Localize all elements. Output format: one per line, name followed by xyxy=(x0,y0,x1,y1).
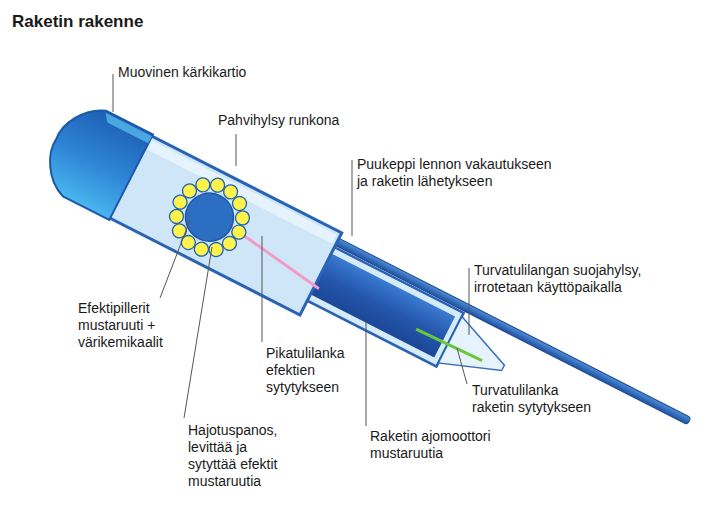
leader-line xyxy=(236,134,237,166)
wooden-stick xyxy=(277,209,690,425)
leader-line xyxy=(366,322,367,426)
effect-pellet xyxy=(193,175,212,194)
part-label: Raketin ajomoottori mustaruutia xyxy=(370,428,530,462)
part-label: Pikatulilanka efektien sytytykseen xyxy=(266,345,376,396)
diagram-title: Raketin rakenne xyxy=(12,12,143,32)
leader-lines xyxy=(113,74,469,426)
leader-line xyxy=(352,160,353,236)
leader-line xyxy=(262,236,263,342)
part-label: Pahvihylsy runkona xyxy=(218,112,418,129)
safety-fuse xyxy=(416,327,482,362)
part-label: Puukeppi lennon vakautukseen ja raketin … xyxy=(357,156,562,190)
cone-highlight xyxy=(102,113,152,144)
tube-highlight xyxy=(147,141,336,244)
nose-cone xyxy=(34,96,153,220)
effect-pellet xyxy=(167,207,186,226)
leader-line xyxy=(160,220,190,298)
part-label: Turvatulilangan suojahylsy, irrotetaan k… xyxy=(474,262,674,296)
leader-line xyxy=(113,74,114,112)
rocket xyxy=(34,96,694,496)
part-label: Hajotuspanos, levittää ja sytyttää efekt… xyxy=(188,422,288,490)
motor-charge xyxy=(311,254,455,358)
effect-pellet xyxy=(207,240,226,259)
leader-line xyxy=(184,247,212,418)
effect-pellets xyxy=(156,164,263,270)
part-label: Muovinen kärkikartio xyxy=(118,64,318,81)
cardboard-tube xyxy=(108,135,341,315)
part-label: Efektipillerit mustaruuti + värikemikaal… xyxy=(78,300,178,351)
leader-line xyxy=(469,268,470,335)
leader-line xyxy=(457,348,467,384)
part-label: Turvatulilanka raketin sytytykseen xyxy=(472,382,602,416)
effect-pellet xyxy=(233,209,252,228)
bursting-charge xyxy=(177,185,242,250)
fuse-cover xyxy=(438,317,515,391)
